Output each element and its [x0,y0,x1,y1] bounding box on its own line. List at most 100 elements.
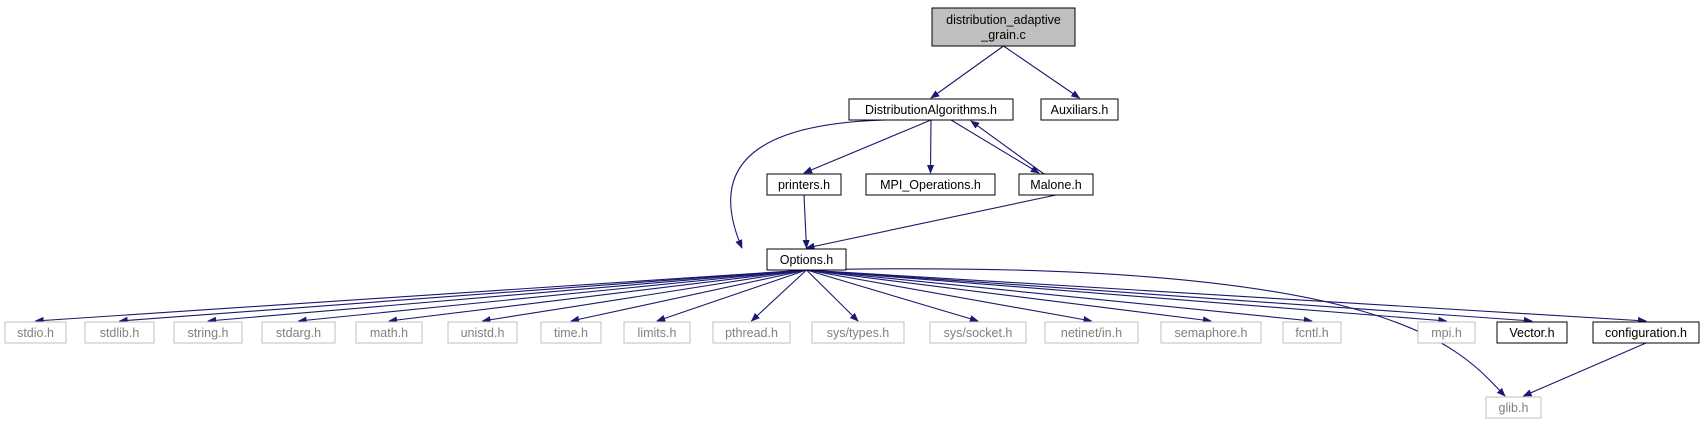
node-label: sys/types.h [827,326,890,340]
node-label: stdio.h [17,326,54,340]
node-label: string.h [188,326,229,340]
edge-options-to-netinet [806,269,1093,324]
node-label: MPI_Operations.h [880,178,981,192]
edge-configuration-to-glib [1522,342,1647,397]
node-label: DistributionAlgorithms.h [865,103,997,117]
edge-options-to-glib [806,268,1506,397]
node-stdarg: stdarg.h [261,321,336,344]
edge-options-to-string [207,269,807,324]
node-box [1417,321,1476,344]
node-distalg[interactable]: DistributionAlgorithms.h [848,98,1014,121]
edges-layer [34,45,1647,397]
edge-options-to-unistd [481,269,807,324]
edge-options-to-fcntl [806,269,1313,324]
node-root[interactable]: distribution_adaptive_grain.c [931,7,1076,47]
node-label: Options.h [780,253,834,267]
node-box [173,321,243,344]
node-systypes: sys/types.h [811,321,905,344]
node-box [1496,321,1568,344]
node-box [1160,321,1262,344]
node-box [261,321,336,344]
edge-options-to-syssocket [806,269,979,323]
node-label: fcntl.h [1295,326,1328,340]
edge-options-to-configuration [806,269,1647,325]
edge-distalg-to-options [730,119,932,249]
node-aux[interactable]: Auxiliars.h [1040,98,1119,121]
edge-options-to-stdarg [297,269,807,324]
node-label: limits.h [638,326,677,340]
edge-distalg-to-mpiops [926,119,935,174]
node-label: configuration.h [1605,326,1687,340]
node-box [929,321,1027,344]
node-label: semaphore.h [1175,326,1248,340]
edge-distalg-to-printers [803,119,932,174]
node-label: unistd.h [461,326,505,340]
node-label: math.h [370,326,408,340]
node-box [865,173,996,196]
node-math: math.h [355,321,423,344]
node-box [355,321,423,344]
node-label: _grain.c [980,28,1025,42]
edge-options-to-semaphore [806,269,1212,324]
node-box [766,248,847,271]
node-label: sys/socket.h [944,326,1013,340]
node-box [447,321,518,344]
node-time: time.h [540,321,602,344]
node-box [4,321,67,344]
node-options[interactable]: Options.h [766,248,847,271]
node-box [931,7,1076,47]
node-box [766,173,842,196]
node-netinet: netinet/in.h [1044,321,1139,344]
node-stdlib: stdlib.h [84,321,155,344]
edge-options-to-mpi [806,269,1448,324]
node-label: time.h [554,326,588,340]
node-box [1485,396,1542,419]
node-semaphore: semaphore.h [1160,321,1262,344]
node-box [623,321,691,344]
node-stdio: stdio.h [4,321,67,344]
edge-options-to-limits [656,269,807,322]
node-label: Auxiliars.h [1051,103,1109,117]
edge-root-to-distalg [930,45,1004,99]
node-mpi: mpi.h [1417,321,1476,344]
edge-options-to-time [570,269,807,323]
edge-options-to-systypes [806,269,859,322]
node-box [1018,173,1094,196]
edge-options-to-math [388,269,807,324]
node-printers[interactable]: printers.h [766,173,842,196]
node-box [848,98,1014,121]
node-limits: limits.h [623,321,691,344]
edge-printers-to-options [802,194,810,249]
node-box [540,321,602,344]
node-box [84,321,155,344]
node-label: netinet/in.h [1061,326,1122,340]
node-glib: glib.h [1485,396,1542,419]
node-box [1592,321,1700,344]
node-unistd: unistd.h [447,321,518,344]
node-syssocket: sys/socket.h [929,321,1027,344]
edge-options-to-pthread [750,269,807,322]
edge-options-to-vector [806,269,1533,325]
node-mpiops[interactable]: MPI_Operations.h [865,173,996,196]
node-box [1282,321,1342,344]
node-configuration[interactable]: configuration.h [1592,321,1700,344]
node-label: pthread.h [725,326,778,340]
node-label: printers.h [778,178,830,192]
edge-options-to-stdio [34,269,807,325]
node-label: Malone.h [1030,178,1081,192]
node-box [1044,321,1139,344]
node-label: Vector.h [1509,326,1554,340]
node-malone[interactable]: Malone.h [1018,173,1094,196]
node-label: distribution_adaptive [946,13,1061,27]
node-vector[interactable]: Vector.h [1496,321,1568,344]
node-label: stdlib.h [100,326,140,340]
node-pthread: pthread.h [712,321,791,344]
edge-distalg-to-malone [950,119,1040,174]
edge-malone-to-options [805,194,1057,250]
node-fcntl: fcntl.h [1282,321,1342,344]
node-box [811,321,905,344]
node-box [1040,98,1119,121]
edge-malone-to-distalg [970,120,1045,175]
edge-options-to-stdlib [118,269,807,324]
